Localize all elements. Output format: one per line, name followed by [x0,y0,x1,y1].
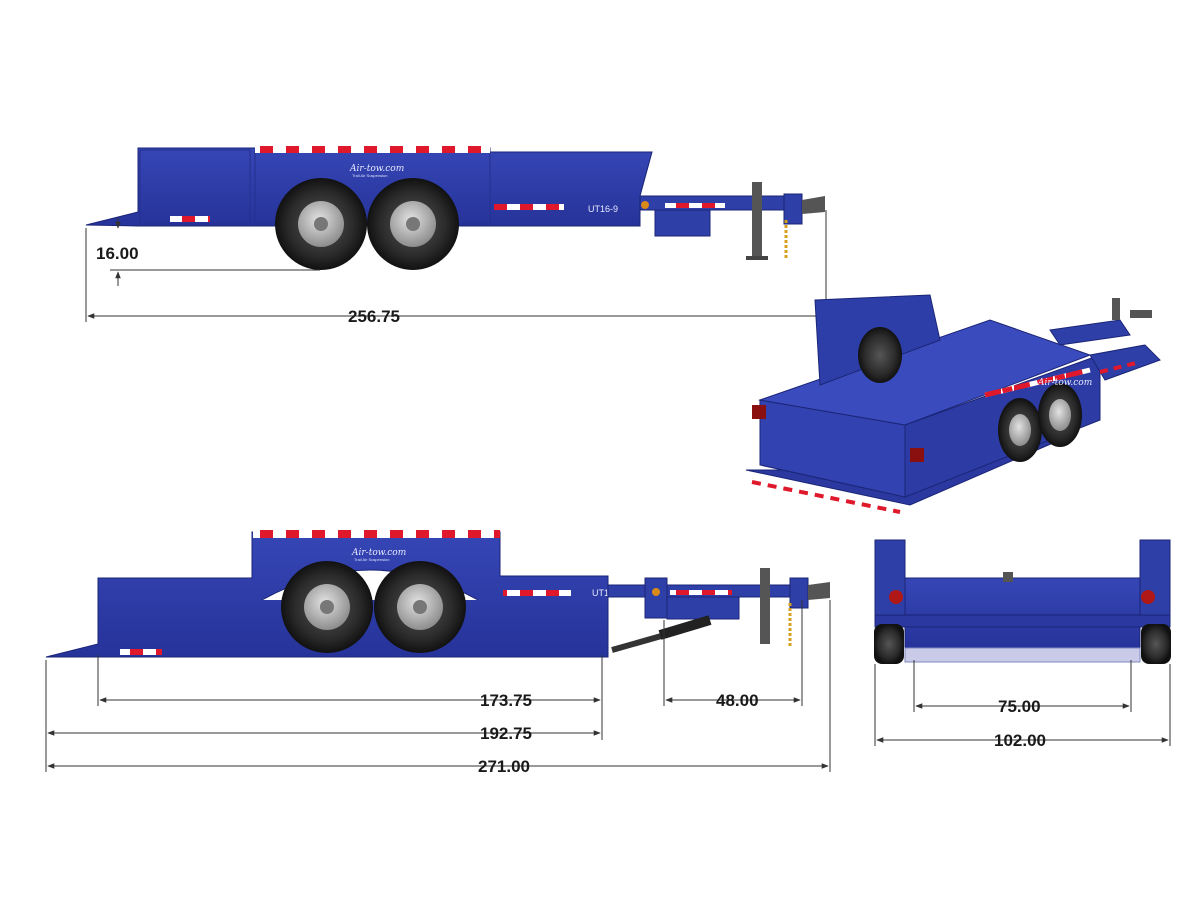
rear-view: 75.00 102.00 [874,539,1171,750]
brand-logo: Air-tow.com [351,548,406,558]
reflector-strip [255,146,490,153]
wheels-top [275,178,459,270]
hitch-length-dimension: 48.00 [716,691,759,710]
dimension-lines-top [85,210,827,322]
reflector-strip [253,530,500,538]
tail-light [889,590,903,604]
reflector-strip [170,216,210,222]
tongue-jack [752,182,762,258]
reflector-strip [120,649,162,655]
model-label: UT16-9 [588,204,618,214]
wheels-bottom [281,561,466,653]
tire [874,624,904,664]
overall-width-dimension: 102.00 [994,731,1046,750]
tire [858,327,902,383]
isometric-view: Air-tow.com [745,294,1161,514]
reflector-strip [494,204,564,210]
side-view-top: Air-tow.com Trail Air Suspension UT16-9 [85,146,827,326]
side-view-bottom: Air-tow.com Trail Air Suspension UT16-9 [45,530,831,776]
dimension-lines-rear [874,660,1171,746]
tail-light [1141,590,1155,604]
brand-logo: Air-tow.com [1037,378,1092,388]
bed-length-dimension: 192.75 [480,724,532,743]
overall-length-dimension: 271.00 [478,757,530,776]
reflector-strip [503,590,571,596]
tongue-jack [760,568,770,644]
deck-height-dimension: 16.00 [96,244,139,263]
tire [1141,624,1171,664]
deck-length-dimension: 173.75 [480,691,532,710]
dimension-lines-bottom [45,600,831,772]
trailer-body-top: Air-tow.com Trail Air Suspension UT16-9 [85,146,825,260]
inner-width-dimension: 75.00 [998,697,1041,716]
overall-length-dimension: 256.75 [348,307,400,326]
brand-subtext: Trail Air Suspension [352,173,387,178]
brand-subtext: Trail Air Suspension [354,557,389,562]
model-label: UT16-9 [592,588,622,598]
brand-logo: Air-tow.com [349,164,404,174]
